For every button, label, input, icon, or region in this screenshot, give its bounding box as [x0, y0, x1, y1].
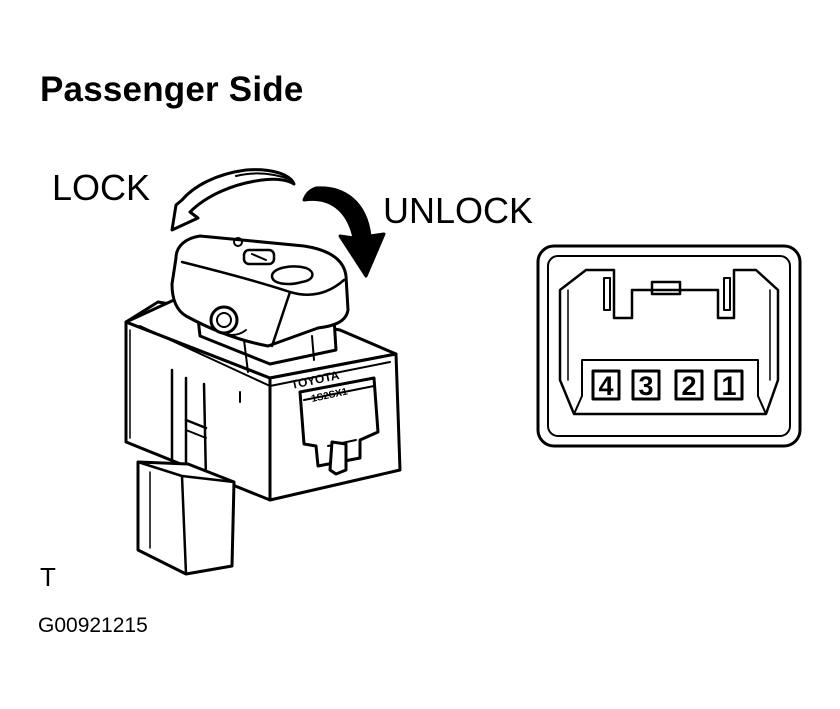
figure-reference-code: G00921215: [38, 614, 148, 637]
unlock-arrow-icon: [302, 186, 386, 278]
terminal-cavity: [714, 369, 744, 401]
pin-label: 1: [721, 371, 736, 401]
pin-label: 2: [681, 371, 696, 401]
door-lock-switch: TOYOTA 1S2SX1: [124, 234, 402, 576]
lock-arrow-icon: [170, 168, 296, 232]
pin-label: 3: [638, 371, 653, 401]
terminal-cavity: [591, 369, 621, 401]
diagram-title: Passenger Side: [40, 70, 304, 109]
terminal-cavity: [631, 369, 661, 401]
terminal-cavity: [674, 369, 704, 401]
t-mark: T: [40, 562, 56, 592]
unlock-label: UNLOCK: [383, 190, 534, 231]
connector-face: 4 3 2 1: [536, 244, 802, 448]
pin-label: 4: [598, 371, 613, 401]
lock-label: LOCK: [52, 167, 151, 208]
